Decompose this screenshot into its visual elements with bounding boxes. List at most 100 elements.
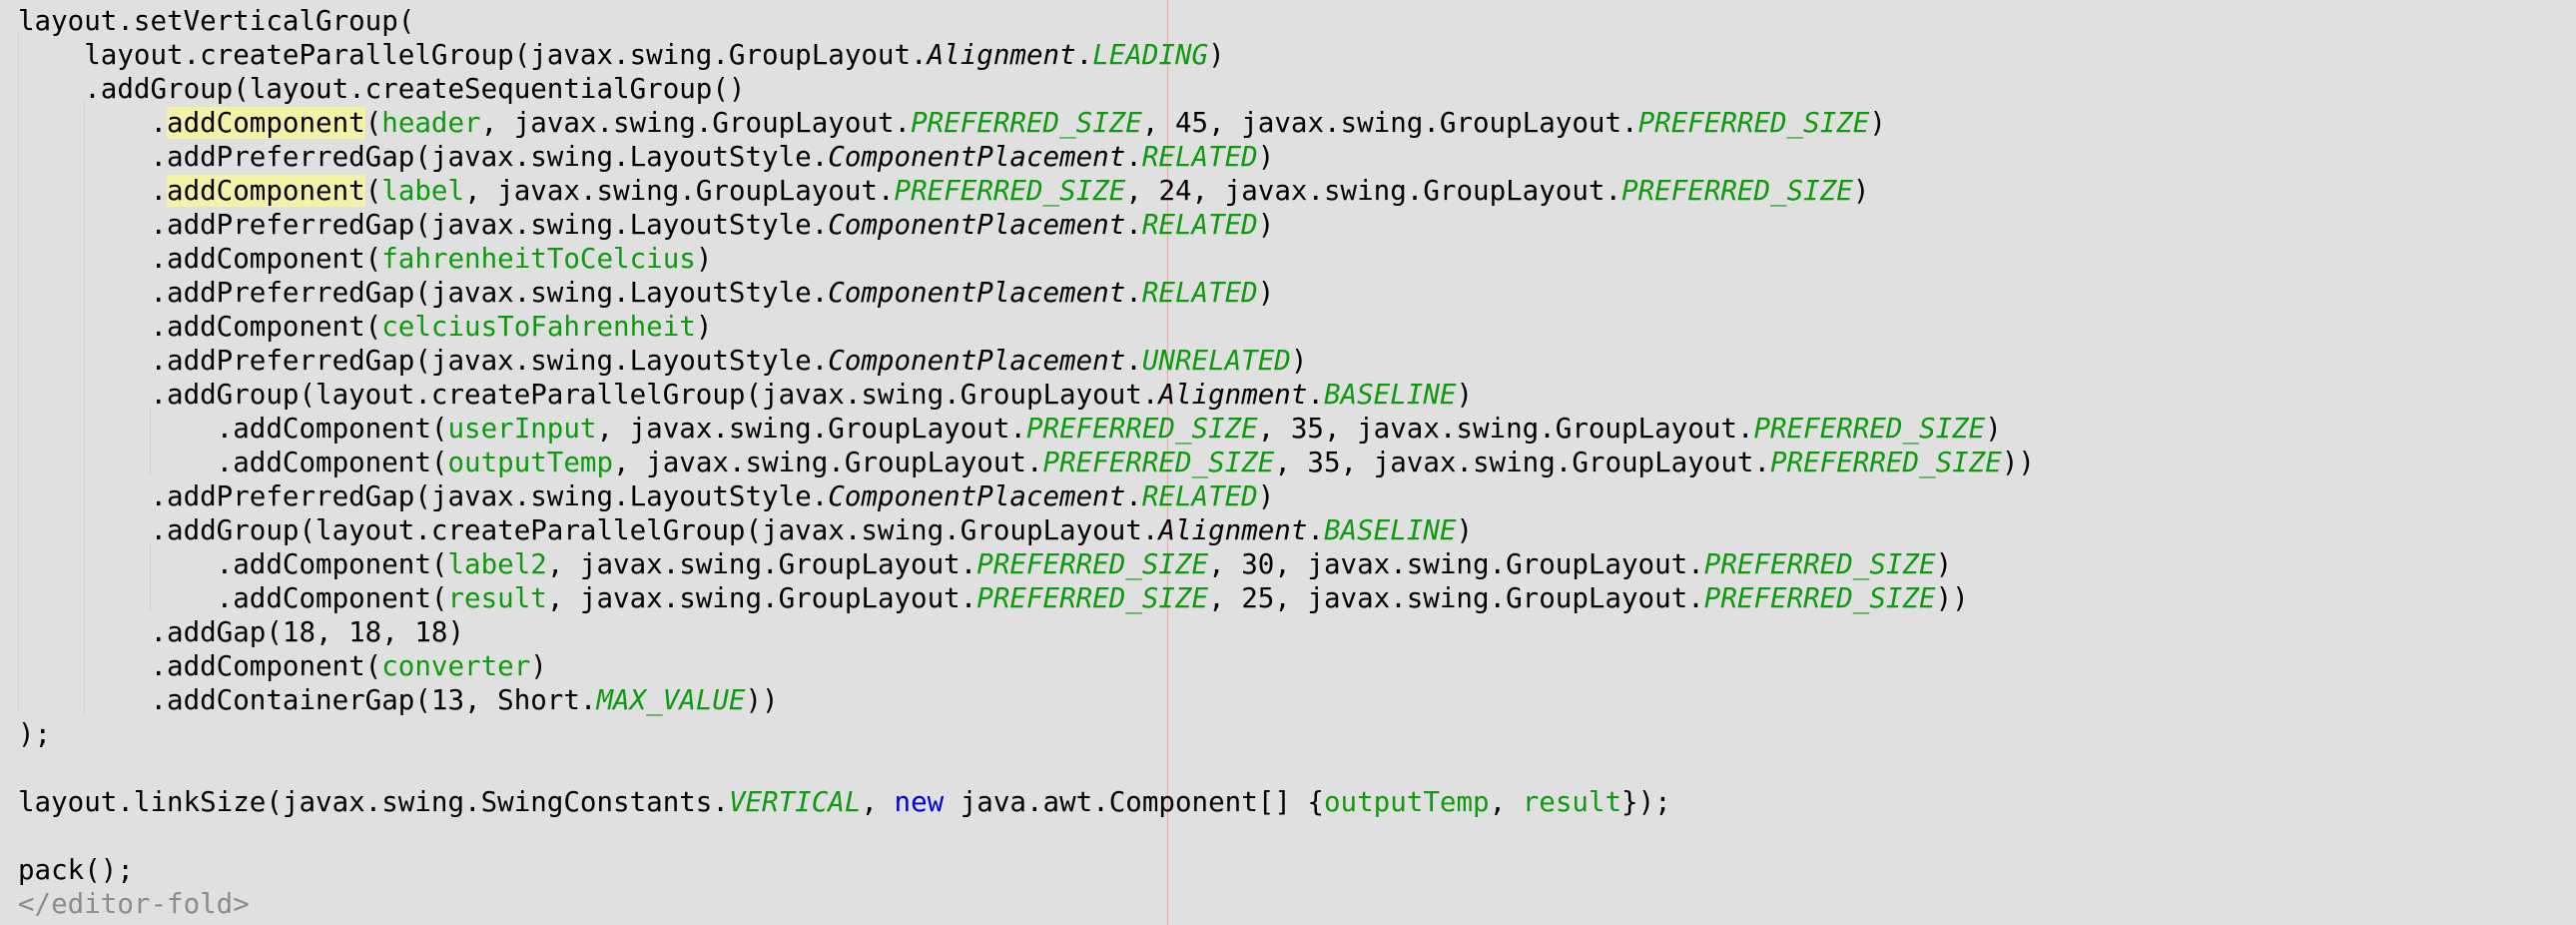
code-token: ) <box>1985 413 2002 445</box>
code-token: ) <box>530 650 547 682</box>
code-line[interactable]: </editor-fold> <box>18 887 2035 921</box>
enum-type-token: Alignment <box>1158 514 1308 546</box>
code-line[interactable]: .addPreferredGap(javax.swing.LayoutStyle… <box>18 140 2035 174</box>
field-token: celciusToFahrenheit <box>381 311 696 343</box>
code-token: ) <box>1257 277 1275 309</box>
code-token: .addPreferredGap(javax.swing.LayoutStyle… <box>18 209 829 241</box>
code-token: .addPreferredGap(javax.swing.LayoutStyle… <box>18 480 829 512</box>
code-line[interactable]: ); <box>18 717 2035 751</box>
constant-token: VERTICAL <box>728 786 862 818</box>
code-token: .addComponent( <box>18 243 382 275</box>
code-token: .addComponent( <box>18 413 448 445</box>
code-line[interactable]: .addComponent(outputTemp, javax.swing.Gr… <box>18 446 2035 479</box>
code-line[interactable]: layout.createParallelGroup(javax.swing.G… <box>18 38 2035 72</box>
code-token: )) <box>745 684 779 716</box>
constant-token: RELATED <box>1141 209 1258 241</box>
code-token: . <box>18 175 168 207</box>
code-token: ( <box>364 107 382 139</box>
highlighted-token: addComponent <box>167 175 365 207</box>
code-token: , <box>861 786 895 818</box>
code-token: , 35, javax.swing.GroupLayout. <box>1274 447 1771 478</box>
code-line[interactable]: .addComponent(userInput, javax.swing.Gro… <box>18 412 2035 446</box>
code-token: .addContainerGap(13, Short. <box>18 684 597 716</box>
right-margin-guide <box>1167 0 1168 925</box>
code-line[interactable]: .addPreferredGap(javax.swing.LayoutStyle… <box>18 276 2035 310</box>
code-line[interactable]: .addGroup(layout.createParallelGroup(jav… <box>18 513 2035 547</box>
code-token: , <box>1489 786 1523 818</box>
code-token: . <box>1307 514 1324 546</box>
code-token: , javax.swing.GroupLayout. <box>613 447 1043 478</box>
code-line[interactable] <box>18 819 2035 853</box>
field-token: outputTemp <box>447 447 614 478</box>
code-token: }); <box>1621 786 1671 818</box>
code-token: )) <box>2001 447 2035 478</box>
indent-guide <box>150 408 151 475</box>
constant-token: RELATED <box>1141 277 1258 309</box>
code-line[interactable]: .addGroup(layout.createSequentialGroup() <box>18 72 2035 106</box>
enum-type-token: ComponentPlacement <box>828 209 1126 241</box>
code-line[interactable]: .addGroup(layout.createParallelGroup(jav… <box>18 378 2035 412</box>
indent-guide <box>150 543 151 611</box>
code-line[interactable]: layout.setVerticalGroup( <box>18 4 2035 38</box>
code-token: .addPreferredGap(javax.swing.LayoutStyle… <box>18 345 829 377</box>
enum-type-token: Alignment <box>1158 379 1308 411</box>
code-token: , 30, javax.swing.GroupLayout. <box>1208 548 1704 580</box>
code-token: )) <box>1935 582 1969 614</box>
code-token: .addComponent( <box>18 447 448 478</box>
code-line[interactable]: .addComponent(converter) <box>18 649 2035 683</box>
code-token: ( <box>364 175 382 207</box>
code-token: , 24, javax.swing.GroupLayout. <box>1125 175 1622 207</box>
enum-type-token: ComponentPlacement <box>828 141 1126 173</box>
field-token: userInput <box>447 413 597 445</box>
constant-token: RELATED <box>1141 141 1258 173</box>
code-token: . <box>18 107 168 139</box>
code-token: .addComponent( <box>18 548 448 580</box>
code-line[interactable]: layout.linkSize(javax.swing.SwingConstan… <box>18 785 2035 819</box>
code-token: .addPreferredGap(javax.swing.LayoutStyle… <box>18 141 829 173</box>
code-token: , javax.swing.GroupLayout. <box>464 175 895 207</box>
code-token: .addComponent( <box>18 650 382 682</box>
code-token: , 35, javax.swing.GroupLayout. <box>1257 413 1754 445</box>
indent-guide <box>84 102 85 713</box>
indent-guide <box>18 34 19 713</box>
code-line[interactable]: .addPreferredGap(javax.swing.LayoutStyle… <box>18 208 2035 242</box>
code-line[interactable]: .addComponent(header, javax.swing.GroupL… <box>18 106 2035 140</box>
code-line[interactable]: .addComponent(fahrenheitToCelcius) <box>18 242 2035 276</box>
code-line[interactable]: .addComponent(celciusToFahrenheit) <box>18 310 2035 344</box>
code-token: , javax.swing.GroupLayout. <box>546 548 977 580</box>
code-token: ) <box>1852 175 1870 207</box>
code-token: ) <box>1257 209 1275 241</box>
code-line[interactable]: .addPreferredGap(javax.swing.LayoutStyle… <box>18 344 2035 378</box>
code-token: java.awt.Component[] { <box>944 786 1324 818</box>
constant-token: PREFERRED_SIZE <box>1753 413 1986 445</box>
code-token: . <box>1125 480 1142 512</box>
code-line[interactable]: .addComponent(label2, javax.swing.GroupL… <box>18 547 2035 581</box>
code-token: , 45, javax.swing.GroupLayout. <box>1141 107 1638 139</box>
code-line[interactable]: pack(); <box>18 853 2035 887</box>
constant-token: PREFERRED_SIZE <box>1770 447 2002 478</box>
code-line[interactable]: .addPreferredGap(javax.swing.LayoutStyle… <box>18 479 2035 513</box>
constant-token: PREFERRED_SIZE <box>894 175 1126 207</box>
field-token: label <box>381 175 465 207</box>
code-line[interactable] <box>18 751 2035 785</box>
code-token: , 25, javax.swing.GroupLayout. <box>1208 582 1704 614</box>
enum-type-token: ComponentPlacement <box>828 480 1126 512</box>
code-token: ) <box>1208 39 1225 71</box>
code-token: ) <box>1290 345 1308 377</box>
code-token: ) <box>1869 107 1886 139</box>
code-line[interactable]: .addContainerGap(13, Short.MAX_VALUE)) <box>18 683 2035 717</box>
constant-token: MAX_VALUE <box>596 684 746 716</box>
code-token: ) <box>695 311 713 343</box>
constant-token: BASELINE <box>1323 514 1457 546</box>
field-token: header <box>381 107 481 139</box>
code-content[interactable]: layout.setVerticalGroup( layout.createPa… <box>18 4 2035 921</box>
code-line[interactable]: .addGap(18, 18, 18) <box>18 615 2035 649</box>
code-token: layout.createParallelGroup(javax.swing.G… <box>18 39 928 71</box>
constant-token: PREFERRED_SIZE <box>1703 548 1936 580</box>
enum-type-token: Alignment <box>927 39 1076 71</box>
constant-token: PREFERRED_SIZE <box>976 548 1209 580</box>
code-line[interactable]: .addComponent(label, javax.swing.GroupLa… <box>18 174 2035 208</box>
code-line[interactable]: .addComponent(result, javax.swing.GroupL… <box>18 581 2035 615</box>
constant-token: PREFERRED_SIZE <box>1637 107 1870 139</box>
